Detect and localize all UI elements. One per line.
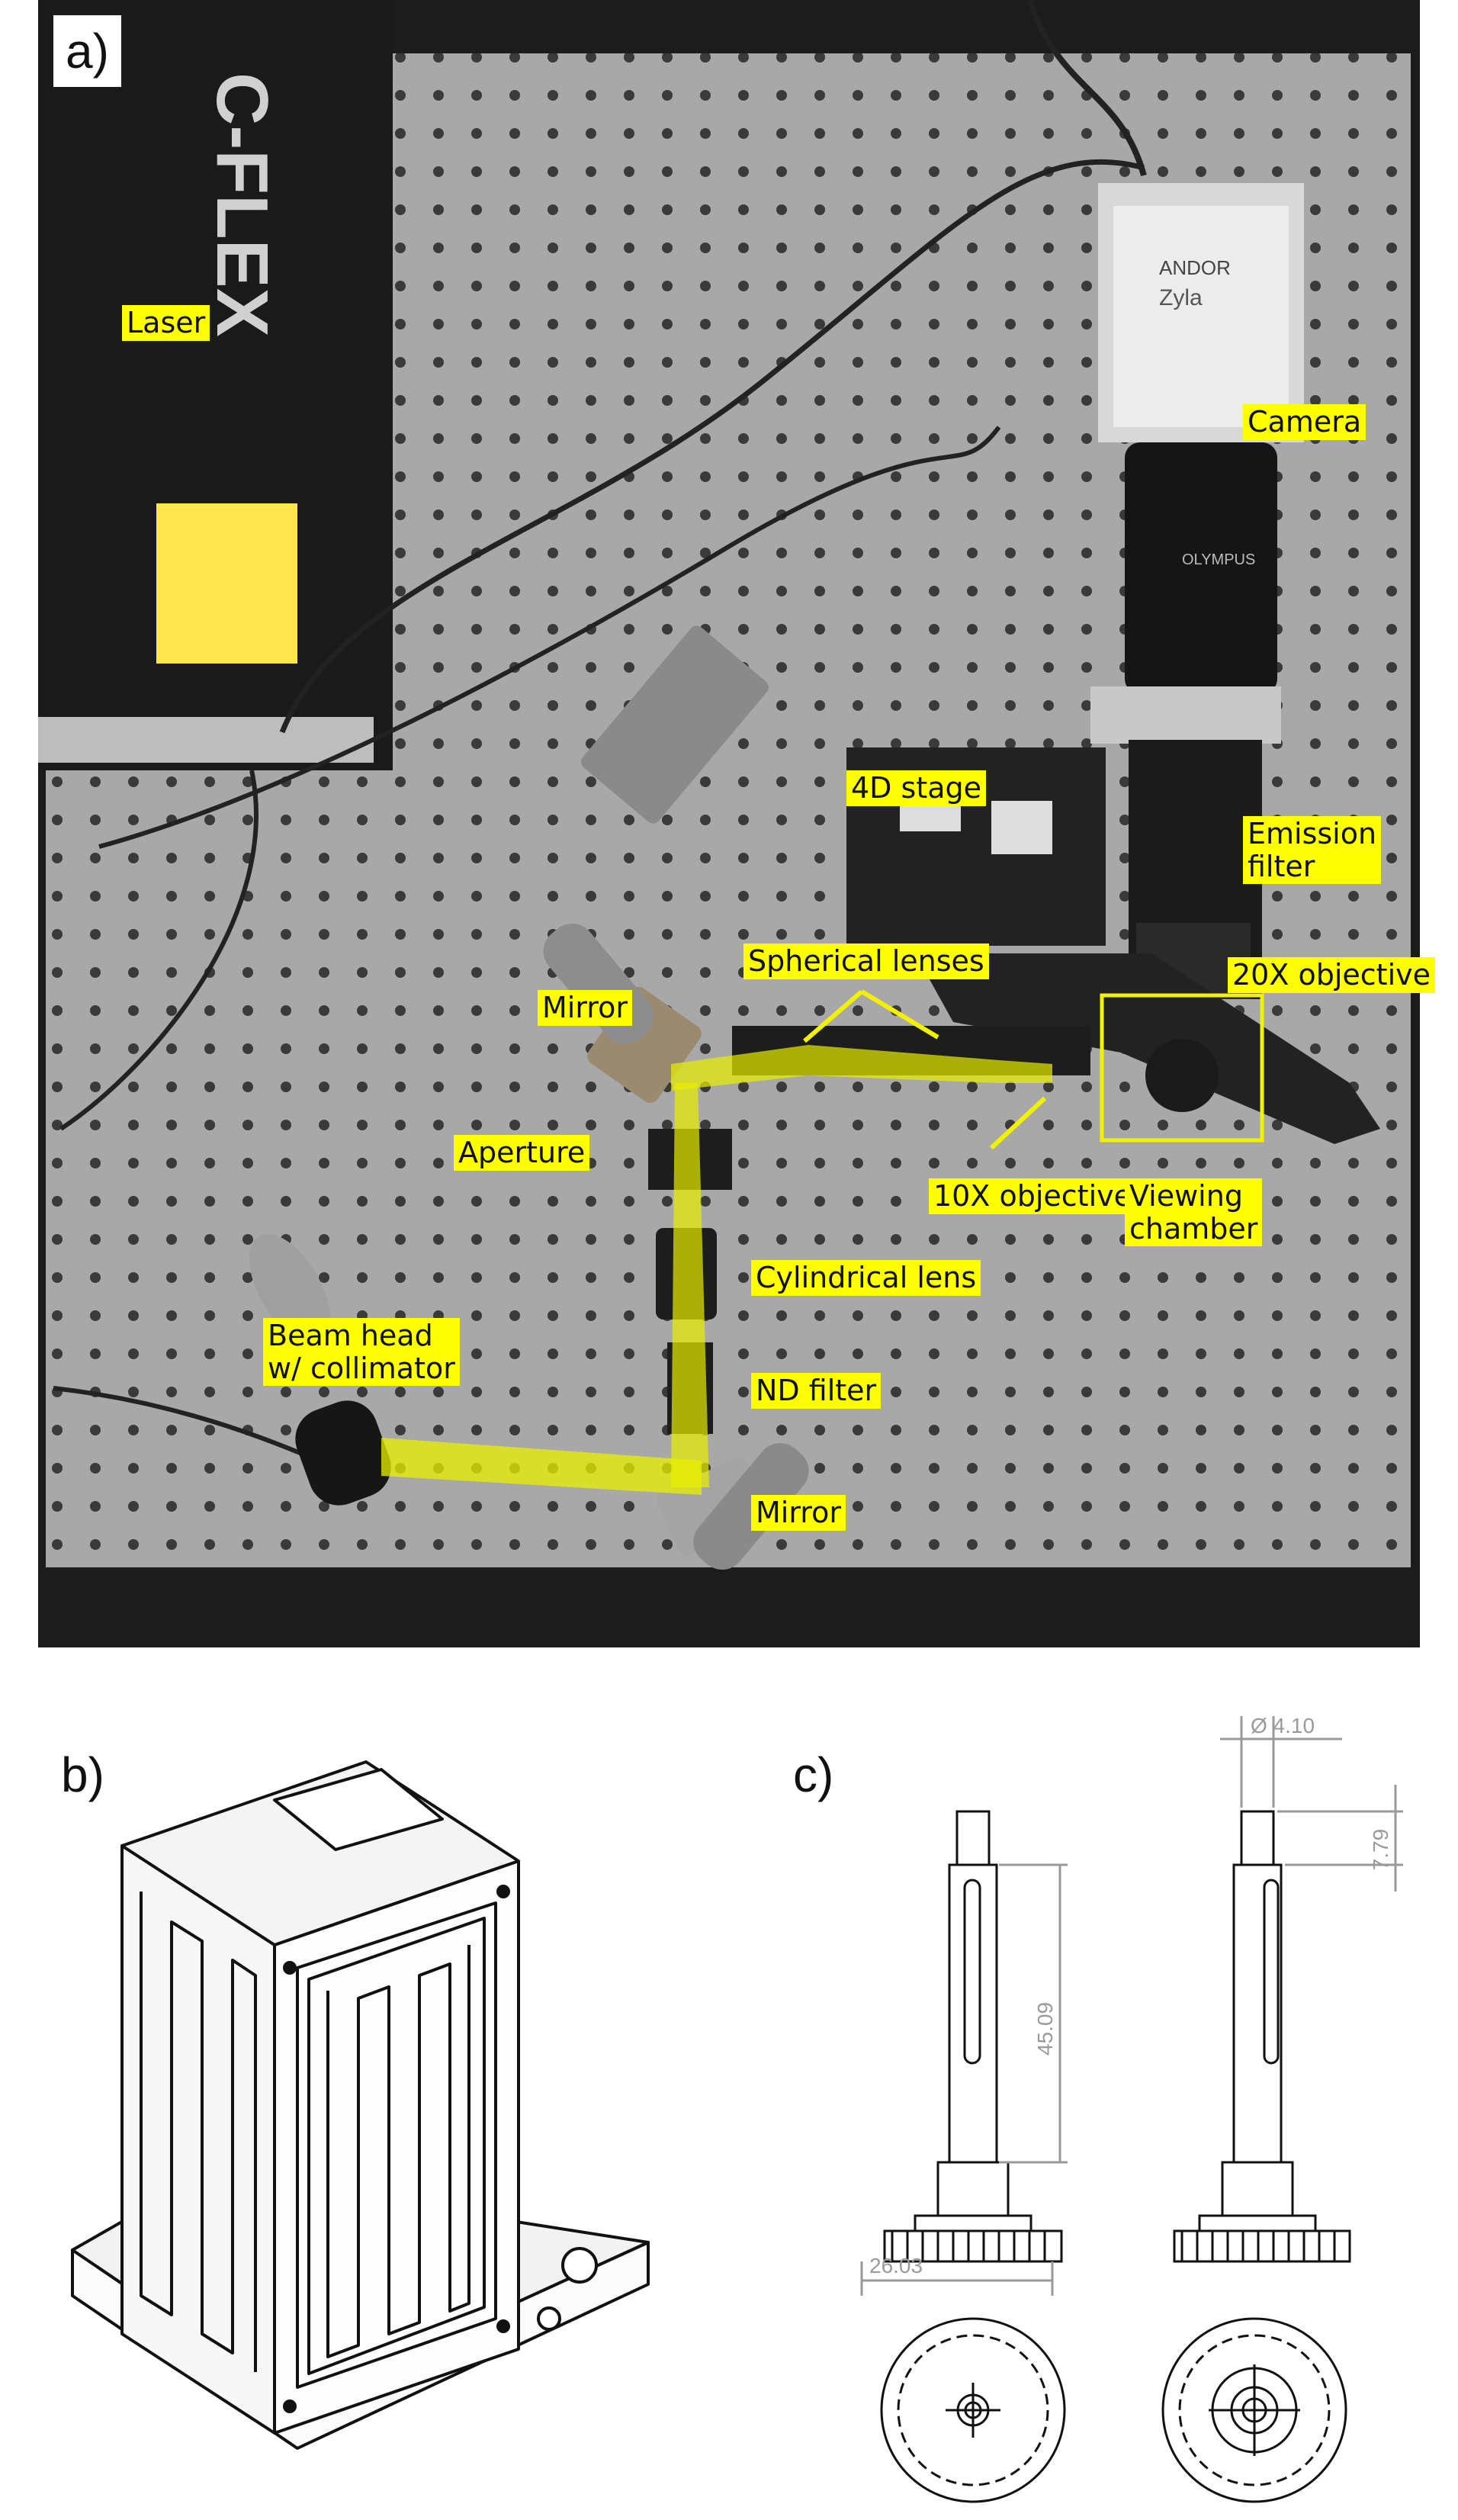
body-left-face bbox=[120, 1844, 276, 2435]
label-4d-stage: 4D stage bbox=[846, 770, 986, 806]
panel-label-a: a) bbox=[53, 15, 121, 87]
beam-horizontal bbox=[381, 1438, 702, 1495]
tube-clamp bbox=[1090, 686, 1281, 744]
label-viewing-chamber: Viewing chamber bbox=[1125, 1178, 1263, 1247]
panel-label-b: b) bbox=[61, 1747, 104, 1802]
body-right-face bbox=[273, 1859, 520, 2435]
label-beam-line1: Beam head bbox=[268, 1319, 433, 1352]
beam-to-lenses bbox=[671, 1045, 1052, 1091]
label-10x-objective: 10X objective bbox=[929, 1178, 1136, 1214]
objective-brand-text: OLYMPUS bbox=[1182, 551, 1255, 568]
cable bbox=[279, 159, 1145, 734]
label-camera: Camera bbox=[1243, 404, 1366, 440]
usb-hub bbox=[581, 625, 769, 824]
label-emission-line1: Emission bbox=[1248, 817, 1377, 850]
label-laser: Laser bbox=[122, 305, 210, 341]
label-beam-line2: w/ collimator bbox=[268, 1351, 455, 1385]
panel-label-c: c) bbox=[793, 1747, 834, 1802]
camera-model-text: Zyla bbox=[1159, 285, 1203, 310]
laser-brand-text: C-FLEX bbox=[201, 72, 283, 337]
label-viewing-line1: Viewing bbox=[1129, 1179, 1243, 1213]
label-mirror-bottom: Mirror bbox=[751, 1495, 846, 1531]
beam-vertical bbox=[671, 1083, 709, 1487]
label-beam-head: Beam head w/ collimator bbox=[263, 1318, 460, 1387]
serpentine-right bbox=[326, 1945, 470, 2358]
chamber-isometric-drawing bbox=[46, 1716, 717, 2509]
label-emission-filter: Emission filter bbox=[1243, 816, 1382, 885]
camera-brand-text: ANDOR bbox=[1159, 256, 1231, 279]
serpentine-left bbox=[140, 1892, 257, 2372]
dim-diameter: Ø 4.10 bbox=[1251, 1714, 1315, 1737]
label-mirror-top: Mirror bbox=[538, 990, 632, 1026]
label-viewing-line2: chamber bbox=[1129, 1211, 1258, 1246]
dim-height: 7.79 bbox=[1369, 1829, 1392, 1871]
laser-warning-sticker bbox=[156, 503, 297, 664]
label-aperture: Aperture bbox=[454, 1135, 590, 1171]
viewing-chamber-box bbox=[1100, 993, 1264, 1143]
label-spherical-lenses: Spherical lenses bbox=[743, 943, 989, 979]
label-20x-objective: 20X objective bbox=[1228, 957, 1435, 993]
camera-lens bbox=[1125, 442, 1277, 694]
dim-length: 45.09 bbox=[1033, 2002, 1057, 2056]
holder-technical-drawing: 45.09 26.03 Ø 4.10 bbox=[824, 1693, 1434, 2517]
label-cylindrical-lens: Cylindrical lens bbox=[751, 1260, 981, 1296]
beam-head bbox=[295, 1400, 391, 1506]
optical-setup-photo: C-FLEX ANDOR Zyla OLYMPUS bbox=[38, 0, 1420, 1647]
label-nd-filter: ND filter bbox=[751, 1373, 882, 1409]
label-emission-line2: filter bbox=[1248, 849, 1315, 883]
dim-width: 26.03 bbox=[869, 2254, 923, 2277]
